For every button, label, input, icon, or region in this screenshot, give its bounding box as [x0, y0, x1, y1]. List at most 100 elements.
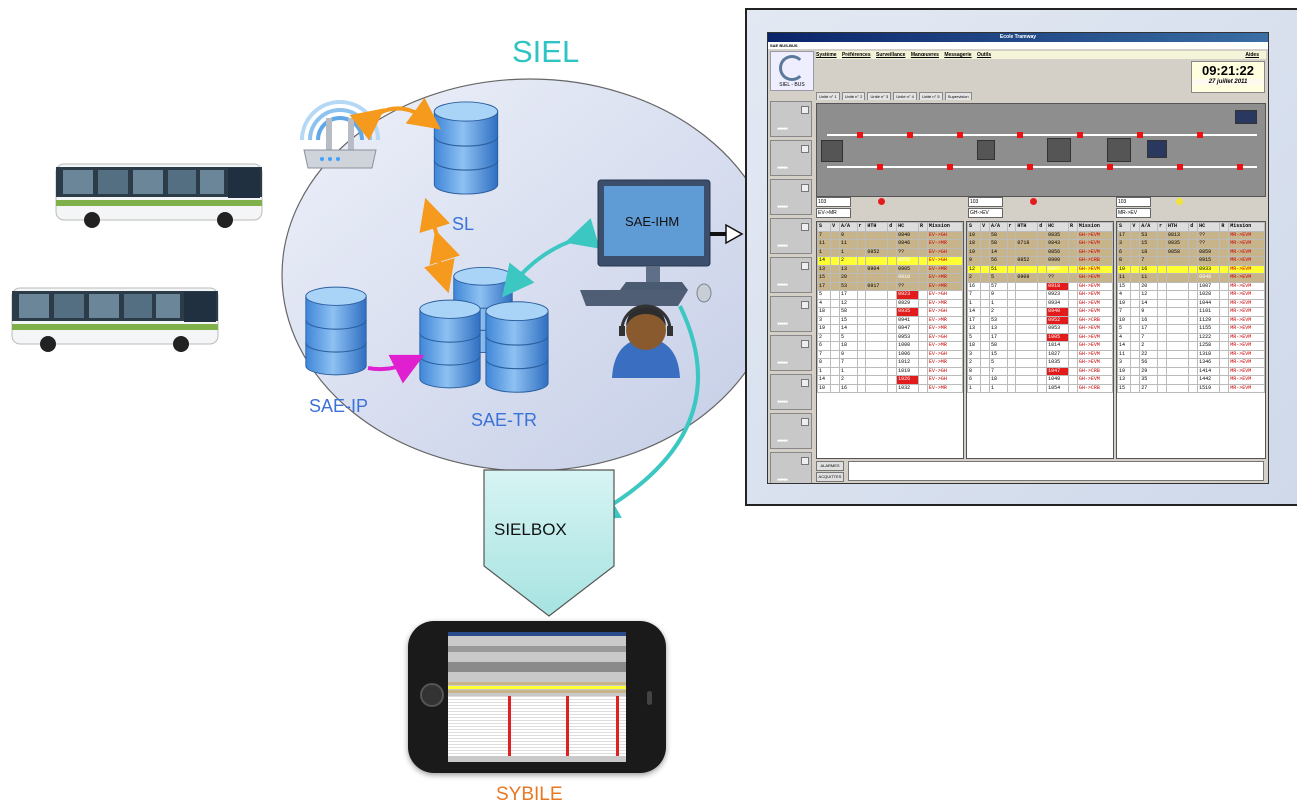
vehicle-slot[interactable] — [770, 101, 812, 137]
alarms-button[interactable]: ALARMES — [816, 461, 844, 471]
table-cell — [1037, 375, 1048, 385]
logo-text: SIEL - BUS — [779, 82, 805, 88]
menu-systeme[interactable]: Système — [816, 52, 837, 58]
vehicle-slot[interactable] — [770, 452, 812, 483]
menu-preferences[interactable]: Préférences — [841, 52, 871, 58]
tab-supervision[interactable]: Supervision — [944, 92, 972, 100]
alarm-message-field[interactable] — [848, 461, 1264, 481]
vehicle-slot[interactable] — [770, 179, 812, 215]
tab-unit-4[interactable]: Unité n° 4 — [893, 92, 917, 100]
vehicle-slot[interactable] — [770, 296, 812, 332]
vehicle-slot[interactable] — [770, 257, 812, 293]
dir-select-a[interactable]: EV->MR — [816, 208, 851, 218]
tab-unit-3[interactable]: Unité n° 3 — [867, 92, 892, 100]
dir-select-c[interactable]: MR->EV — [1116, 208, 1151, 218]
menu-outils[interactable]: Outils — [976, 52, 992, 58]
line-select-c[interactable]: 103 — [1116, 197, 1151, 207]
table-cell — [856, 341, 867, 351]
acknowledged-button[interactable]: ACQUITTES — [816, 472, 844, 482]
line-select-a[interactable]: 103 — [816, 197, 851, 207]
menu-aides[interactable]: Aides — [1245, 52, 1259, 58]
vehicle-slot[interactable] — [770, 140, 812, 176]
vehicle-slot[interactable] — [770, 335, 812, 371]
vehicle-slot[interactable] — [770, 413, 812, 449]
table-cell — [830, 247, 840, 257]
table-cell — [1037, 324, 1048, 334]
menu-manoeuvres[interactable]: Manœuvres — [910, 52, 939, 58]
table-cell — [1157, 349, 1167, 359]
tab-unit-1[interactable]: Unité n° 1 — [816, 92, 840, 100]
tab-unit-5[interactable]: Unité n° 5 — [918, 92, 943, 100]
vehicle-slot[interactable] — [770, 218, 812, 254]
dir-select-b[interactable]: GH->EV — [968, 208, 1003, 218]
table-cell — [1068, 366, 1078, 376]
table-cell — [856, 298, 867, 308]
line-select-b[interactable]: 103 — [968, 197, 1003, 207]
tab-unit-2[interactable]: Unité n° 2 — [841, 92, 866, 100]
vehicle-slot[interactable] — [770, 374, 812, 410]
table-cell — [1130, 341, 1141, 351]
table-cell — [830, 298, 840, 308]
table-cell — [1188, 298, 1199, 308]
menu-messagerie[interactable]: Messagerie — [944, 52, 972, 58]
menu-surveillance[interactable]: Surveillance — [876, 52, 906, 58]
